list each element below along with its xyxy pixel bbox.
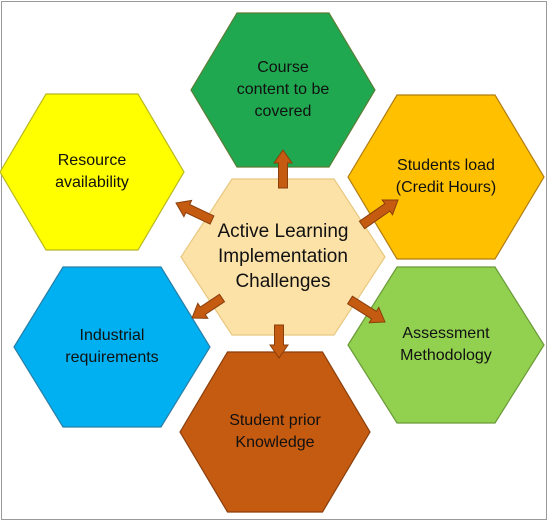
industrial-requirements-label: Industrial requirements	[29, 283, 196, 411]
course-content-label-line: Course	[257, 58, 309, 76]
arrow-to-assessment-methodology	[346, 295, 386, 324]
students-load-label-line: Students load	[397, 156, 495, 174]
center-hexagon	[180, 178, 386, 336]
center-label-line: Challenges	[235, 271, 331, 293]
arrow-to-student-prior-knowledge	[269, 324, 289, 359]
resource-availability-label: Resource availability	[14, 110, 170, 235]
industrial-requirements-label-line: Industrial	[79, 327, 145, 344]
student-prior-knowledge-hexagon	[179, 351, 371, 513]
course-content-hexagon	[190, 12, 376, 168]
students-load-label-line: (Credit Hours)	[395, 178, 497, 196]
assessment-methodology-label-line: Methodology	[400, 346, 492, 364]
arrow-to-resource-availability	[175, 199, 215, 225]
arrow-to-course-content	[273, 149, 293, 189]
students-load-label: Students load (Credit Hours)	[363, 111, 530, 242]
course-content-label-line: covered	[254, 102, 312, 120]
student-prior-knowledge-label-line: Knowledge	[235, 434, 315, 451]
resource-availability-label-line: Resource	[57, 151, 127, 169]
industrial-requirements-label-line: requirements	[65, 349, 159, 366]
resource-availability-label-line: availability	[55, 173, 129, 191]
arrow-to-industrial-requirements	[191, 293, 226, 319]
student-prior-knowledge-label-line: Student prior	[229, 412, 321, 429]
assessment-methodology-hexagon	[347, 266, 545, 424]
center-label-line: Implementation	[218, 246, 348, 268]
arrow-to-students-load	[358, 199, 399, 230]
resource-availability-hexagon	[0, 93, 185, 251]
course-content-label: Course content to be covered	[205, 28, 361, 151]
center-label-line: Active Learning	[217, 221, 349, 243]
students-load-hexagon	[347, 94, 545, 260]
industrial-requirements-hexagon	[13, 266, 211, 428]
assessment-methodology-label-line: Assessment	[402, 324, 490, 342]
course-content-label-line: content to be	[236, 80, 330, 98]
